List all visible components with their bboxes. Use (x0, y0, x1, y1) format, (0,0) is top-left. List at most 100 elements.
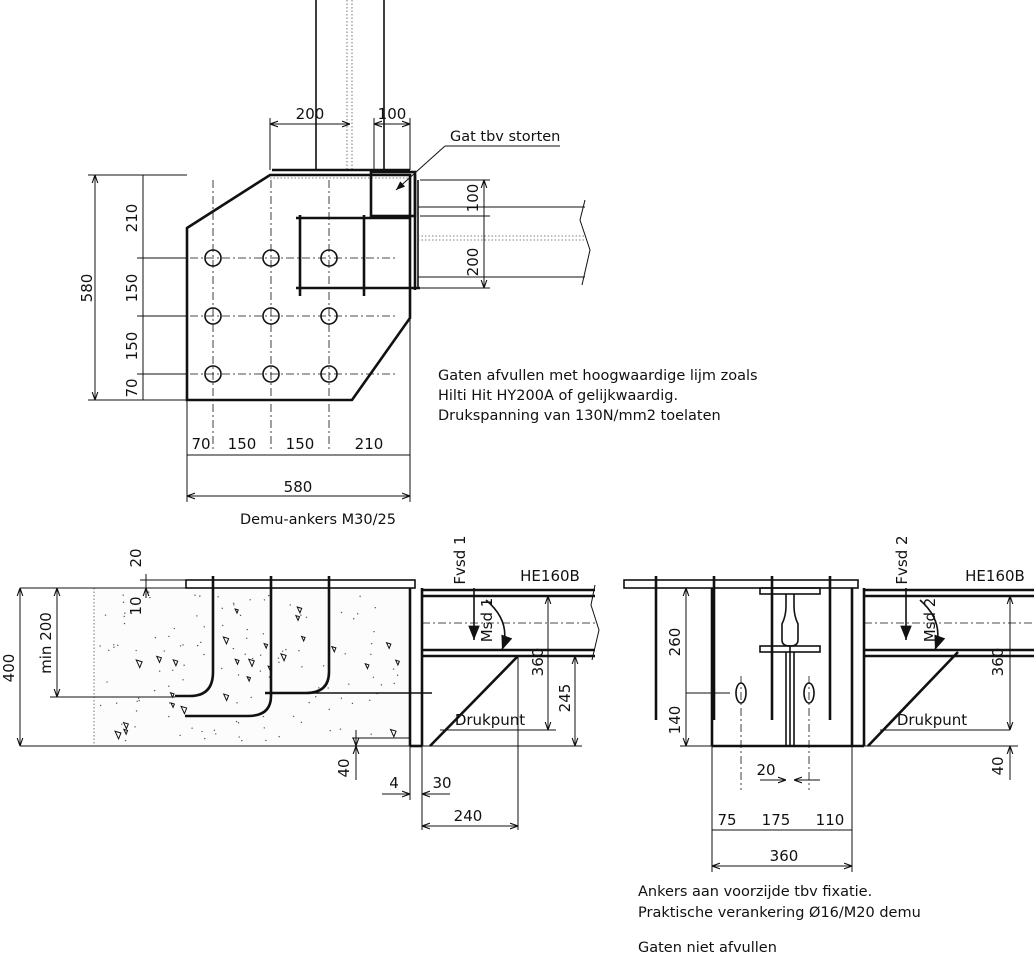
column-above (272, 0, 410, 172)
concrete-dot (123, 622, 126, 625)
concrete-dot (318, 687, 320, 689)
concrete-dot (308, 701, 310, 704)
concrete-aggregate (135, 659, 143, 669)
dim-30: 30 (432, 774, 451, 792)
anchor-hole (262, 365, 280, 383)
concrete-aggregate (300, 635, 306, 643)
concrete-dot (351, 702, 354, 705)
dim-left-section-360: 360 (529, 648, 547, 677)
concrete-dot (268, 594, 270, 597)
concrete-dot (199, 595, 201, 597)
label-profile-left: HE160B (520, 567, 580, 585)
concrete-dot (277, 657, 280, 659)
section-left: Fvsd 1 Msd 1 HE160B 360 245 Drukpunt 400… (0, 535, 600, 830)
concrete-dot (315, 695, 317, 698)
dim-20-web: 20 (756, 761, 775, 779)
concrete-dot (124, 739, 127, 742)
dim-left-150b: 150 (123, 332, 141, 361)
concrete-dot (221, 607, 223, 610)
concrete-aggregate (172, 659, 179, 667)
dim-40-left: 40 (335, 758, 353, 777)
section-right: Fvsd 2 Msd 2 HE160B Drukpunt 360 40 260 … (623, 535, 1034, 956)
right-note-1: Ankers aan voorzijde tbv fixatie. (638, 884, 872, 900)
concrete-aggregate (246, 675, 252, 683)
dim-75: 75 (717, 811, 736, 829)
rebar-grid (296, 215, 420, 296)
concrete-dot (396, 674, 399, 676)
concrete-dot (353, 618, 355, 620)
concrete-dot (301, 666, 303, 668)
concrete-dot (183, 664, 185, 666)
concrete-dot (278, 661, 280, 664)
dim-left-580: 580 (78, 274, 96, 303)
beam-left (422, 584, 600, 747)
concrete-dot (135, 710, 138, 712)
concrete-dot (173, 627, 176, 630)
concrete-dot (322, 665, 325, 667)
dim-bottom-150b: 150 (286, 435, 315, 453)
anchor-hole (204, 365, 222, 383)
concrete-dot (121, 723, 123, 725)
concrete-dot (99, 704, 102, 707)
label-msd-1: Msd 1 (478, 598, 496, 643)
dim-left-70: 70 (123, 378, 141, 397)
concrete-dot (300, 614, 302, 616)
concrete-dot (163, 650, 165, 652)
concrete-dot (278, 736, 280, 738)
concrete-aggregate (222, 636, 230, 646)
base-plate-right (623, 579, 859, 589)
dims-bottom: 70 150 150 210 580 (186, 318, 411, 502)
concrete-aggregate (122, 721, 130, 731)
dims-left: 580 210 150 150 70 (78, 174, 187, 401)
concrete-dot (235, 720, 238, 723)
concrete-dot (213, 729, 216, 732)
dim-left-210: 210 (123, 204, 141, 233)
concrete-dot (348, 683, 350, 685)
dim-140: 140 (666, 706, 684, 735)
concrete-dot (251, 657, 254, 660)
concrete-dot (238, 736, 240, 738)
plan-note-2: Hilti Hit HY200A of gelijkwaardig. (438, 388, 678, 404)
dim-right-100: 100 (464, 184, 482, 213)
dim-left-section-245: 245 (556, 684, 574, 713)
concrete-dot (281, 650, 284, 653)
concrete-dot (106, 681, 108, 683)
concrete-dot (241, 739, 243, 742)
dim-left-150a: 150 (123, 274, 141, 303)
concrete-dot (239, 614, 242, 617)
concrete-dot (104, 614, 107, 616)
label-pour-hole: Gat tbv storten (450, 129, 560, 145)
concrete-dot (373, 630, 375, 633)
concrete-dot (200, 641, 202, 644)
concrete-aggregate (222, 693, 230, 702)
concrete-dot (244, 653, 246, 655)
concrete-dot (172, 669, 174, 671)
concrete-dot (134, 726, 136, 728)
concrete-dot (113, 644, 115, 646)
dim-4: 4 (389, 774, 399, 792)
concrete-dot (246, 637, 248, 640)
dim-right-200: 200 (464, 248, 482, 277)
concrete-dot (372, 676, 375, 678)
dim-right-section-360: 360 (989, 648, 1007, 677)
concrete-dot (232, 647, 235, 650)
label-fvsd-2: Fvsd 2 (893, 535, 911, 584)
concrete-aggregate (364, 662, 370, 670)
beam-stub-plan (413, 175, 591, 290)
concrete-dot (340, 697, 343, 699)
dim-bottom-210: 210 (355, 435, 384, 453)
concrete-dot (262, 715, 265, 718)
concrete-dot (370, 642, 373, 645)
concrete-dot (369, 699, 371, 701)
label-profile-right: HE160B (965, 567, 1025, 585)
dim-400: 400 (0, 654, 18, 683)
concrete-dot (136, 700, 138, 702)
concrete-dot (204, 737, 206, 740)
concrete-dot (370, 653, 372, 656)
concrete-dot (249, 599, 251, 601)
concrete-dot (147, 591, 150, 593)
concrete-dot (298, 650, 300, 652)
concrete-dot (179, 645, 182, 647)
concrete-dot (179, 734, 181, 737)
